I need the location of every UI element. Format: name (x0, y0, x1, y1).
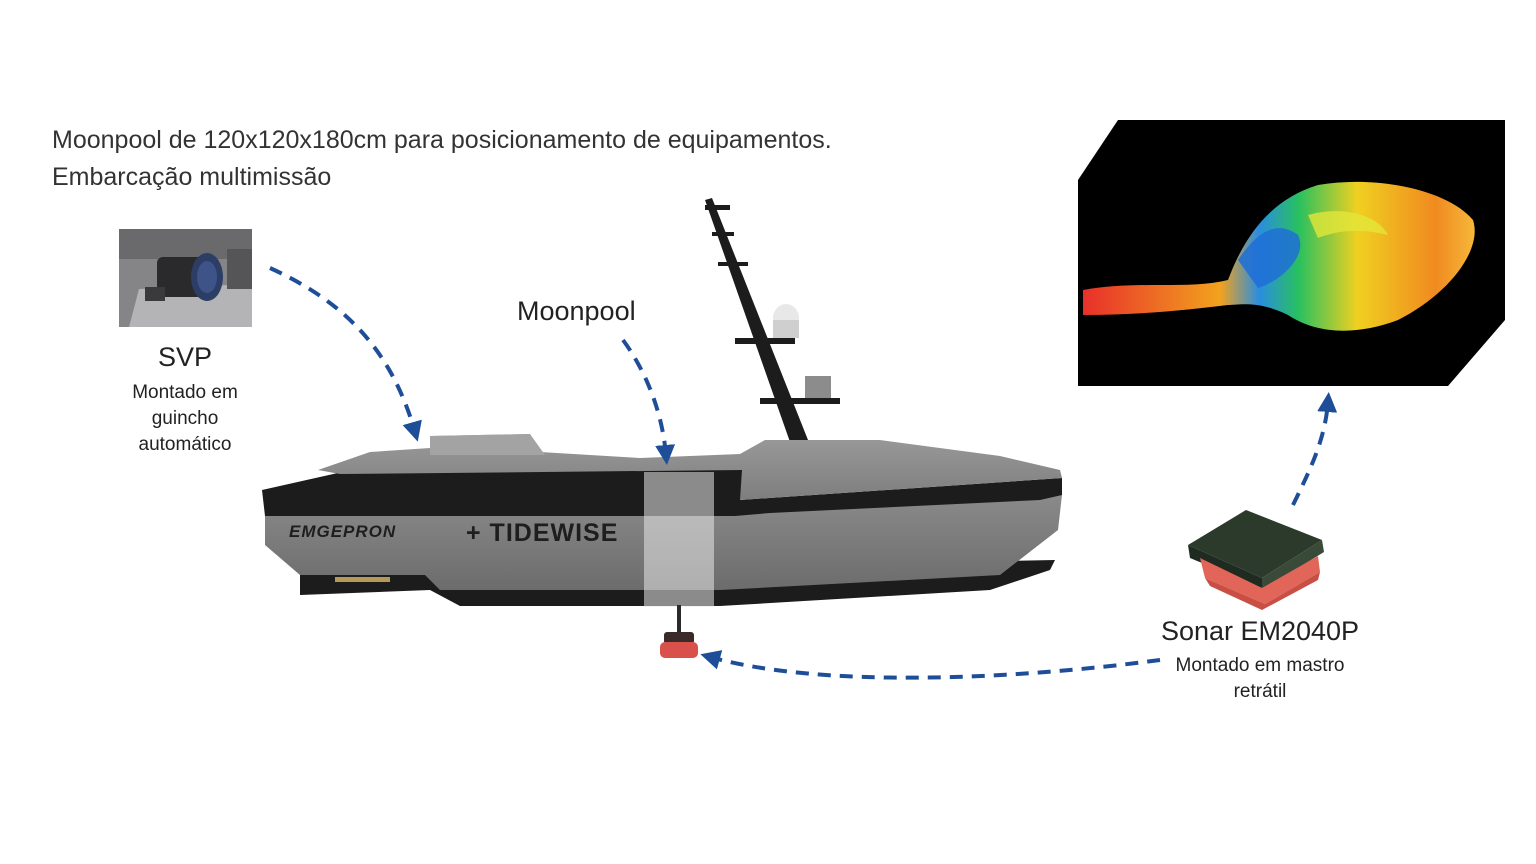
heading-line-2: Embarcação multimissão (52, 163, 332, 191)
sonar-title: Sonar EM2040P (1160, 616, 1360, 646)
sonar-subtitle-line: retrátil (1233, 681, 1287, 702)
svp-subtitle-line: Montado em (132, 382, 238, 403)
page-heading: Moonpool de 120x120x180cm para posiciona… (52, 122, 832, 196)
svp-subtitle-line: guincho (151, 408, 219, 429)
svp-arrow (269, 266, 422, 442)
hull-brand-emgepron: EMGEPRON (289, 522, 397, 541)
sonar-subtitle-line: Montado em mastro (1175, 655, 1345, 676)
sonar-subtitle: Montado em mastro retrátil (1140, 653, 1380, 705)
bathymetry-arrow (1291, 392, 1338, 506)
sonar-arrow (700, 650, 1161, 680)
vessel-mast (705, 198, 840, 442)
heading-line-1: Moonpool de 120x120x180cm para posiciona… (52, 126, 832, 154)
moonpool-arrow (621, 338, 676, 465)
svp-subtitle-line: automático (138, 434, 232, 455)
bathymetry-3d-map-icon (1078, 120, 1505, 386)
vessel-hull (262, 434, 1062, 658)
sonar-unit-icon (1188, 510, 1324, 610)
svp-subtitle: Montado em guincho automático (110, 380, 260, 458)
svp-title: SVP (157, 342, 213, 372)
svp-probe-photo-icon (119, 229, 252, 327)
moonpool-label: Moonpool (517, 296, 636, 326)
moonpool-highlight (644, 472, 714, 607)
hull-brand-tidewise: + TIDEWISE (466, 519, 619, 547)
